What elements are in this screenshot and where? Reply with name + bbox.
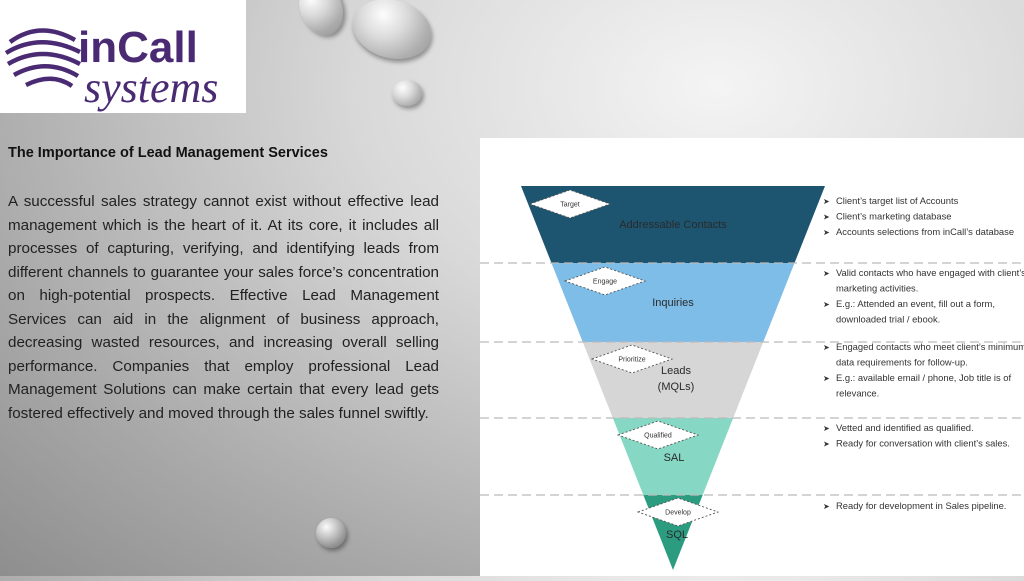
stage-tag-label: Target xyxy=(560,202,580,209)
water-drop-decoration xyxy=(316,518,346,548)
stage-tag-diamond xyxy=(616,420,700,450)
bullet-text: Client’s marketing database xyxy=(836,211,952,222)
bullet-arrow-icon: ➤ xyxy=(823,228,830,237)
bullet-text: E.g.: Attended an event, fill out a form… xyxy=(836,298,995,309)
stage-tag-label: Engage xyxy=(593,279,617,286)
stage-tag-diamond xyxy=(590,344,674,374)
lead-funnel-diagram: Addressable Contacts Target ➤ Client’s targ… xyxy=(480,138,1024,576)
logo-swirl-icon xyxy=(4,28,82,88)
funnel-stage-label: (MQLs) xyxy=(658,381,695,393)
bullet-arrow-icon: ➤ xyxy=(823,269,830,278)
logo-text-incall: inCall xyxy=(78,23,198,72)
stage-tag-diamond xyxy=(563,266,647,296)
stage-tag-label: Develop xyxy=(665,510,691,517)
stage-tag: Prioritize xyxy=(590,344,674,374)
stage-tag-label: Qualified xyxy=(644,433,672,440)
logo-text-systems: systems xyxy=(84,63,218,112)
stage-tag-diamond xyxy=(636,497,720,527)
bullet-arrow-icon: ➤ xyxy=(823,424,830,433)
funnel-stage-label: Addressable Contacts xyxy=(619,219,727,231)
stage-tag: Qualified xyxy=(616,420,700,450)
bullet-text: E.g.: available email / phone, Job title… xyxy=(836,372,1011,383)
bullet-text: Ready for conversation with client’s sal… xyxy=(836,438,1010,449)
bullet-text: Accounts selections from inCall’s databa… xyxy=(836,226,1014,237)
stage-tag: Target xyxy=(528,189,612,219)
bullet-text: Vetted and identified as qualified. xyxy=(836,422,974,433)
funnel-svg: Addressable Contacts Target ➤ Client’s targ… xyxy=(480,186,1024,570)
funnel-stage-label: SQL xyxy=(666,529,688,541)
funnel-stage-label: SAL xyxy=(664,452,685,464)
funnel-stage-label: Leads xyxy=(661,365,691,377)
section-heading: The Importance of Lead Management Servic… xyxy=(8,145,328,161)
bullet-text: Client’s target list of Accounts xyxy=(836,195,959,206)
bullet-text: relevance. xyxy=(836,388,879,399)
bullet-arrow-icon: ➤ xyxy=(823,440,830,449)
bullet-arrow-icon: ➤ xyxy=(823,343,830,352)
bullet-arrow-icon: ➤ xyxy=(823,213,830,222)
water-drop-decoration xyxy=(392,80,422,106)
bullet-text: marketing activities. xyxy=(836,283,918,294)
bullet-arrow-icon: ➤ xyxy=(823,197,830,206)
stage-tag: Engage xyxy=(563,266,647,296)
bullet-text: Valid contacts who have engaged with cli… xyxy=(836,267,1024,278)
stage-tag-label: Prioritize xyxy=(618,357,645,364)
bullet-text: downloaded trial / ebook. xyxy=(836,314,940,325)
funnel-stage-label: Inquiries xyxy=(652,297,694,309)
logo-graphic: inCall systems xyxy=(4,23,218,112)
bullet-arrow-icon: ➤ xyxy=(823,374,830,383)
bullet-text: Ready for development in Sales pipeline. xyxy=(836,500,1006,511)
stage-tag-diamond xyxy=(528,189,612,219)
water-drop-decoration xyxy=(345,0,439,68)
bullet-text: data requirements for follow-up. xyxy=(836,357,968,368)
body-paragraph: A successful sales strategy cannot exist… xyxy=(8,193,439,422)
water-drop-decoration xyxy=(291,0,351,42)
bullet-arrow-icon: ➤ xyxy=(823,300,830,309)
bullet-text: Engaged contacts who meet client’s minim… xyxy=(836,341,1024,352)
company-logo: inCall systems xyxy=(0,0,246,113)
bullet-arrow-icon: ➤ xyxy=(823,502,830,511)
stage-tag: Develop xyxy=(636,497,720,527)
